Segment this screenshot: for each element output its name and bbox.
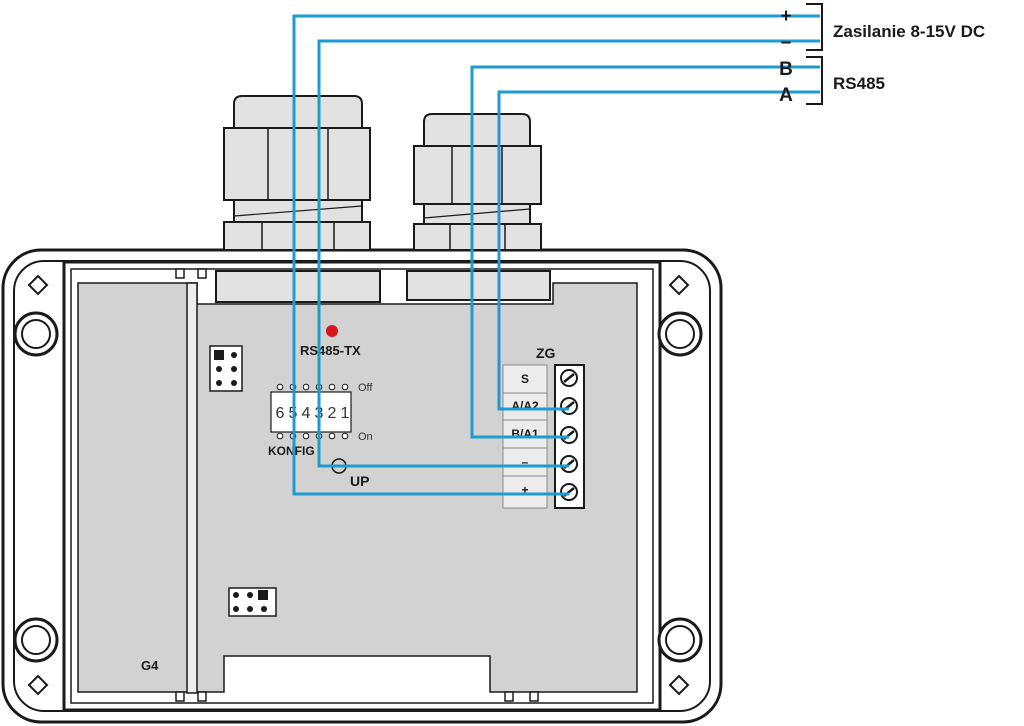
terminal-label-b-a1: B/A1 xyxy=(511,427,539,441)
mounting-hole-icon xyxy=(13,311,59,357)
led-label: RS485-TX xyxy=(300,343,361,358)
wire-power-plus xyxy=(292,14,820,496)
rs485-a-label: A xyxy=(779,85,793,106)
terminal-label-minus: – xyxy=(522,455,529,469)
power-label: Zasilanie 8-15V DC xyxy=(833,22,985,41)
wire-rs485-a xyxy=(497,90,820,411)
corner-diamond-icon xyxy=(27,674,49,696)
terminal-label-s: S xyxy=(521,372,529,386)
dip-number: 6 xyxy=(276,405,285,422)
screw-icon xyxy=(560,426,578,444)
terminal-labels xyxy=(502,364,548,509)
gland-plate xyxy=(215,270,381,303)
mounting-hole-icon xyxy=(13,617,59,663)
board-divider xyxy=(186,282,198,694)
screw-icon xyxy=(560,455,578,473)
dip-switch: 6 5 4 3 2 1 xyxy=(270,383,352,440)
cable-gland-left xyxy=(223,95,371,251)
dip-number: 4 xyxy=(302,405,311,422)
power-minus-label: – xyxy=(781,32,792,53)
mounting-hole-icon xyxy=(657,311,703,357)
terminal-label-plus: + xyxy=(521,483,528,497)
jumper-block xyxy=(228,587,277,617)
corner-diamond-icon xyxy=(27,274,49,296)
dip-name-label: KONFIG xyxy=(268,444,315,458)
dip-off-label: Off xyxy=(358,382,373,394)
rs485-label: RS485 xyxy=(833,74,885,93)
screw-icon xyxy=(560,483,578,501)
corner-diamond-icon xyxy=(668,674,690,696)
dip-on-label: On xyxy=(358,431,373,443)
connector-name: ZG xyxy=(536,345,556,361)
led-indicator xyxy=(326,325,338,337)
jumper-block xyxy=(209,345,243,392)
power-plus-label: + xyxy=(780,6,791,27)
rs485-b-label: B xyxy=(779,59,793,80)
gland-plate xyxy=(406,270,551,301)
wires xyxy=(292,14,820,496)
mounting-hole-icon xyxy=(657,617,703,663)
mounting-holes xyxy=(13,311,703,663)
rs485-bracket xyxy=(806,56,823,105)
terminal-label-a-a2: A/A2 xyxy=(511,399,539,413)
power-bracket xyxy=(806,3,823,51)
module-label: G4 xyxy=(141,658,159,673)
corner-marks xyxy=(27,274,690,696)
wire-rs485-b xyxy=(470,65,820,439)
screw-icon xyxy=(560,397,578,415)
terminal-block xyxy=(554,364,585,509)
dip-number: 1 xyxy=(341,405,350,422)
cable-gland-right xyxy=(413,113,542,251)
edge-clips xyxy=(175,268,539,702)
wire-power-minus xyxy=(317,39,820,468)
dip-number: 2 xyxy=(328,405,337,422)
corner-diamond-icon xyxy=(668,274,690,296)
up-button-label: UP xyxy=(350,473,369,489)
screw-icon xyxy=(560,369,578,387)
